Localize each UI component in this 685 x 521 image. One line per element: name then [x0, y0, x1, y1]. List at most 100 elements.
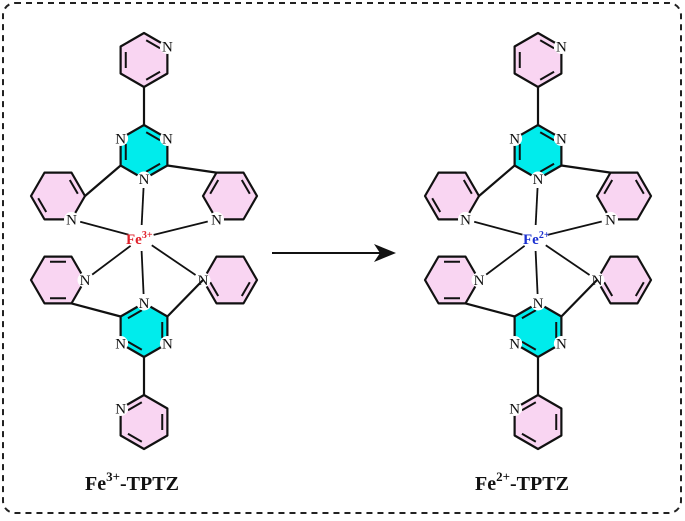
single-bond — [478, 164, 516, 197]
atom-mask — [113, 131, 129, 146]
ring-outline — [29, 255, 87, 305]
nitrogen-atom: N — [509, 132, 520, 148]
double-bond — [539, 162, 555, 173]
nitrogen-atom: N — [139, 296, 150, 312]
double-bond — [209, 281, 220, 297]
pyridine-ring-upper-right: N — [595, 171, 653, 228]
reaction-arrow — [272, 244, 396, 262]
single-bond — [561, 164, 611, 174]
coordination-bond — [534, 250, 539, 295]
metal-symbol: Fe — [126, 232, 142, 248]
nitrogen-atom: N — [162, 337, 173, 353]
nitrogen-atom: N — [162, 132, 173, 148]
atom-mask — [603, 211, 618, 227]
atom-mask — [471, 272, 487, 288]
double-bond — [539, 39, 555, 50]
coordination-bonds — [473, 187, 602, 295]
atom-mask — [113, 336, 129, 351]
dashed-frame — [2, 2, 682, 514]
ring-outline — [201, 255, 259, 305]
double-bond — [145, 39, 161, 50]
caption-metal: Fe — [475, 473, 496, 495]
ring-outline — [513, 393, 563, 451]
coordination-bond — [91, 245, 132, 276]
double-bond — [127, 401, 143, 412]
pyridine-ring-bottom: N — [113, 393, 169, 451]
atom-mask — [159, 131, 175, 146]
single-bond — [84, 164, 122, 197]
nitrogen-atom: N — [509, 337, 520, 353]
double-bond — [240, 281, 251, 297]
double-bond — [68, 179, 79, 195]
double-bond — [145, 131, 161, 142]
metal-charge: 2+ — [539, 230, 550, 241]
nitrogen-atom: N — [139, 172, 150, 188]
coordination-bond — [485, 245, 526, 276]
coordination-bond — [153, 220, 208, 236]
coordination-bond — [534, 187, 539, 226]
double-bond — [127, 309, 143, 320]
pyridine-ring-upper-right: N — [201, 171, 259, 228]
atom-mask — [530, 171, 546, 187]
caption-charge: 2+ — [496, 469, 510, 484]
nitrogen-atom: N — [115, 402, 126, 418]
double-bond — [603, 179, 614, 195]
nitrogen-atom: N — [533, 172, 544, 188]
ring-outline — [595, 255, 653, 305]
pyridine-ring-top: N — [119, 31, 175, 89]
reactant-caption: Fe3+-TPTZ — [85, 469, 179, 495]
nitrogen-atom: N — [115, 132, 126, 148]
atom-mask — [507, 131, 523, 146]
metal-charge: 3+ — [142, 230, 153, 241]
metal-symbol: Fe — [523, 232, 539, 248]
atom-mask — [159, 336, 175, 351]
ring-outline — [119, 393, 169, 451]
nitrogen-atom: N — [533, 296, 544, 312]
double-bond — [431, 197, 442, 213]
single-bond — [166, 279, 204, 318]
atom-mask — [507, 401, 523, 416]
double-bond — [539, 131, 555, 142]
atom-mask — [553, 39, 569, 54]
double-bond — [539, 70, 555, 81]
nitrogen-atom: N — [605, 212, 616, 228]
nitrogen-atom: N — [162, 40, 173, 56]
atom-mask — [458, 211, 473, 227]
pyridine-ring-lower-right: N — [195, 255, 259, 305]
caption-ligand: -TPTZ — [120, 473, 179, 495]
coordination-bond — [151, 244, 197, 276]
atom-mask — [136, 295, 152, 311]
double-bond — [521, 401, 537, 412]
coordination-bond — [545, 244, 591, 276]
coordination-bond — [140, 187, 145, 226]
nitrogen-atom: N — [474, 273, 485, 289]
coordination-bond — [140, 250, 145, 295]
double-bond — [127, 340, 143, 351]
coordination-bonds — [79, 187, 208, 295]
pyridine-ring-bottom: N — [507, 393, 563, 451]
double-bond — [209, 179, 220, 195]
coordination-bond — [473, 220, 523, 236]
product-caption: Fe2+-TPTZ — [475, 469, 569, 495]
nitrogen-atom: N — [556, 132, 567, 148]
nitrogen-atom: N — [66, 212, 77, 228]
atom-mask — [553, 131, 569, 146]
coordination-bond — [79, 220, 129, 236]
pyridine-ring-lower-right: N — [589, 255, 653, 305]
nitrogen-atom: N — [80, 273, 91, 289]
nitrogen-atom: N — [556, 337, 567, 353]
ring-outline — [513, 31, 563, 89]
double-bond — [127, 432, 143, 443]
double-bond — [634, 281, 645, 297]
atom-mask — [77, 272, 93, 288]
double-bond — [634, 179, 645, 195]
ring-outline — [119, 31, 169, 89]
nitrogen-atom: N — [460, 212, 471, 228]
atom-mask — [113, 401, 129, 416]
pyridine-ring-upper-left: N — [29, 171, 87, 228]
atom-mask — [209, 211, 224, 227]
